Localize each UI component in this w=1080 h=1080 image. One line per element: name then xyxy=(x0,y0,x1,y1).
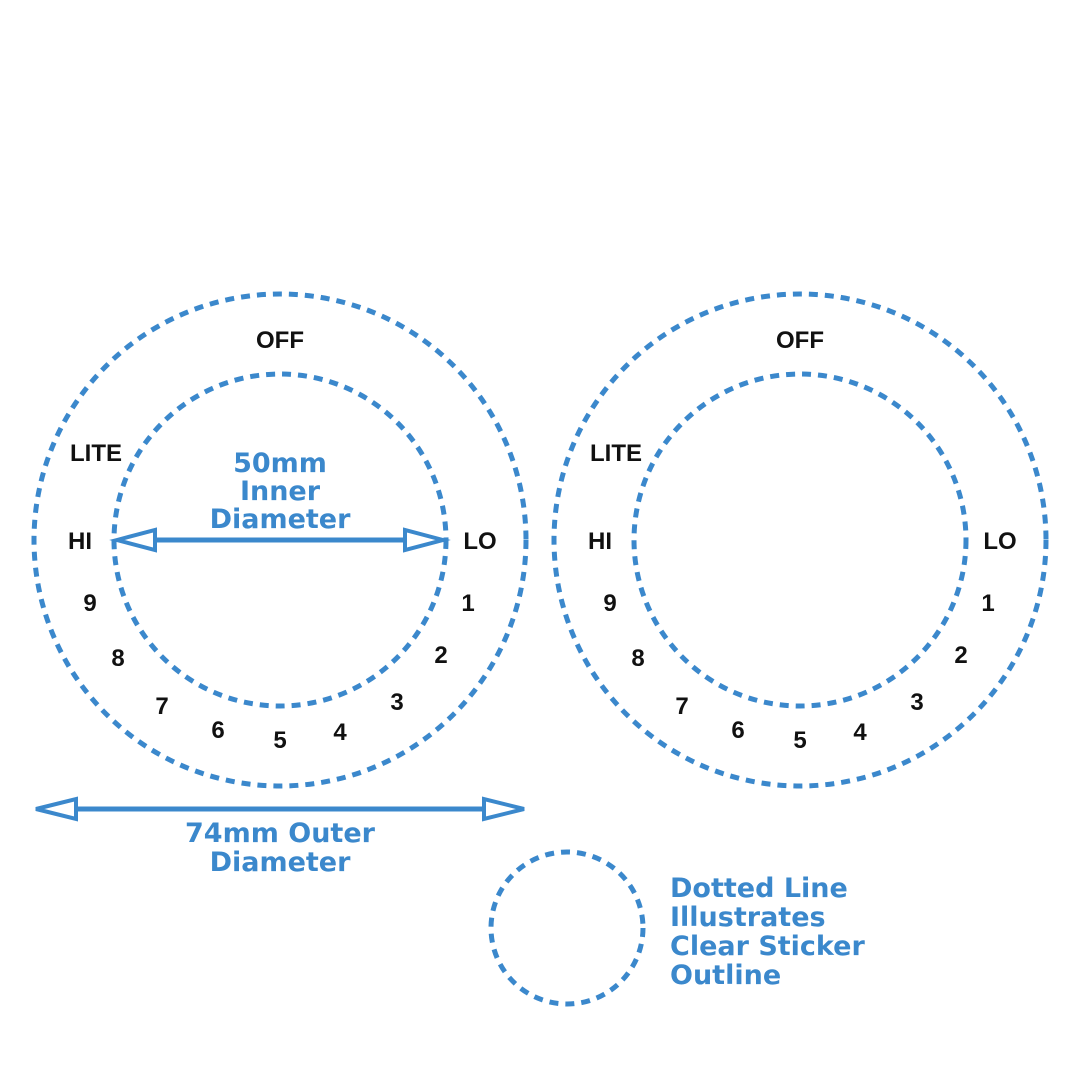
dial-label-2: 2 xyxy=(954,642,967,669)
dial-label-1: 1 xyxy=(981,590,994,617)
dial-label-8: 8 xyxy=(111,645,124,672)
dial-label-lite: LITE xyxy=(590,440,642,467)
dial-label-3: 3 xyxy=(390,689,403,716)
dial-label-3: 3 xyxy=(910,689,923,716)
dial-label-4: 4 xyxy=(333,719,347,746)
dial-label-7: 7 xyxy=(155,693,168,720)
dial-label-lo: LO xyxy=(983,528,1016,555)
outer-dimension-line2: Diameter xyxy=(210,847,352,878)
legend-line1: Dotted Line xyxy=(670,873,848,904)
dial-label-1: 1 xyxy=(461,590,474,617)
dial-label-lite: LITE xyxy=(70,440,122,467)
dial-label-6: 6 xyxy=(211,717,224,744)
dial-label-4: 4 xyxy=(853,719,867,746)
dial-label-5: 5 xyxy=(273,727,286,754)
dial-label-hi: HI xyxy=(588,528,612,555)
dial-label-8: 8 xyxy=(631,645,644,672)
inner-dimension-line2: Inner xyxy=(240,476,321,507)
inner-dotted-circle-icon xyxy=(631,371,969,709)
dial-label-9: 9 xyxy=(603,590,616,617)
inner-double-arrow-icon xyxy=(109,527,451,553)
dial-label-2: 2 xyxy=(434,642,447,669)
dial-label-5: 5 xyxy=(793,727,806,754)
outer-dimension-line1: 74mm Outer xyxy=(185,818,376,849)
outer-dotted-circle-icon xyxy=(31,291,529,789)
outer-double-arrow-icon xyxy=(35,796,525,822)
dial-label-6: 6 xyxy=(731,717,744,744)
dial-left: OFF LITE HI LO 1 2 3 4 5 6 7 8 9 50mm In… xyxy=(31,291,529,789)
dial-label-9: 9 xyxy=(83,590,96,617)
legend-line4: Outline xyxy=(670,960,781,991)
outer-dotted-circle-icon xyxy=(551,291,1049,789)
dial-label-off: OFF xyxy=(776,327,824,354)
inner-dimension-line3: Diameter xyxy=(210,504,352,535)
dial-right: OFF LITE HI LO 1 2 3 4 5 6 7 8 9 xyxy=(551,291,1049,789)
legend-dotted-circle-icon xyxy=(488,849,646,1007)
legend: Dotted Line Illustrates Clear Sticker Ou… xyxy=(488,849,865,1007)
dial-label-lo: LO xyxy=(463,528,496,555)
legend-line2: Illustrates xyxy=(670,902,826,933)
dial-label-off: OFF xyxy=(256,327,304,354)
legend-line3: Clear Sticker xyxy=(670,931,865,962)
dial-label-hi: HI xyxy=(68,528,92,555)
dial-label-7: 7 xyxy=(675,693,688,720)
inner-dimension-line1: 50mm xyxy=(233,448,327,479)
